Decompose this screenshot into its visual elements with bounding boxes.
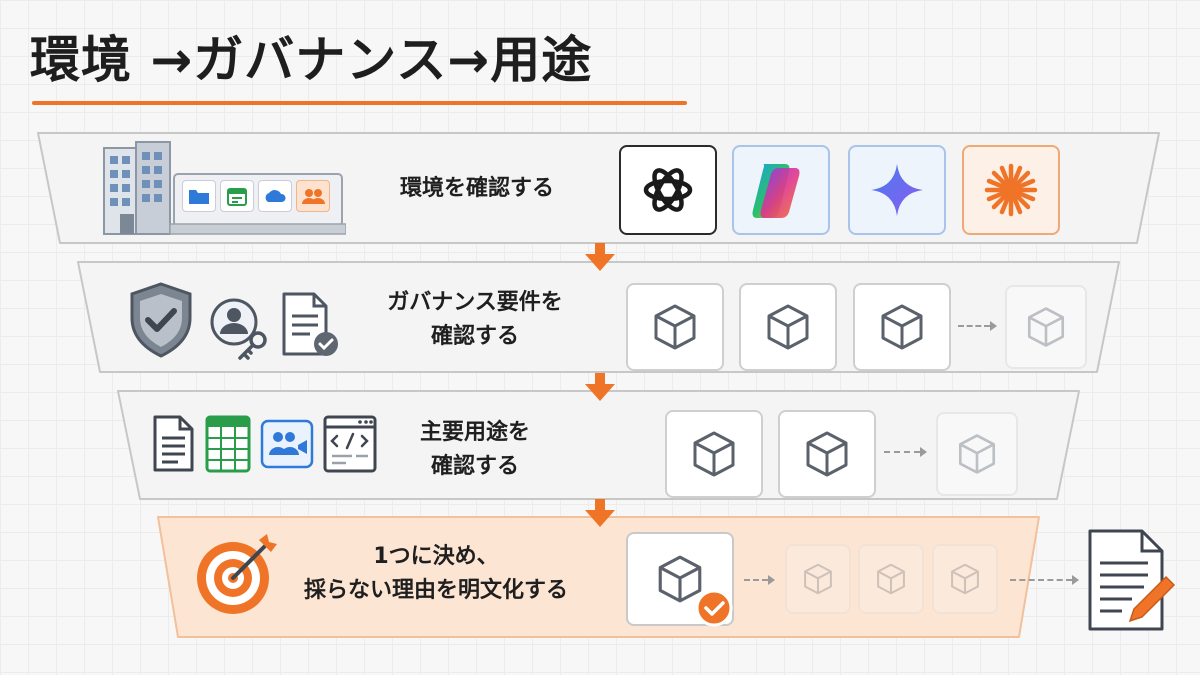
ai-tile-claude[interactable]	[962, 145, 1060, 235]
cube-icon	[1027, 307, 1065, 347]
cube-icon	[958, 434, 996, 474]
step-3-label-line2: 確認する	[430, 454, 519, 479]
step-4-label: 1つに決め、 採らない理由を明文化する	[276, 540, 596, 608]
arrow-head	[920, 447, 927, 457]
page-title: 環境 →ガバナンス→用途	[30, 31, 593, 89]
people-icon	[296, 180, 330, 212]
openai-logo-icon	[643, 168, 693, 212]
calendar-icon	[220, 180, 254, 212]
cloud-icon	[258, 180, 292, 212]
rejected-option-tile[interactable]	[932, 544, 998, 614]
spreadsheet-icon	[205, 415, 251, 473]
dashed-connector	[744, 579, 768, 581]
option-tile-faded[interactable]	[936, 412, 1018, 496]
arrow-head	[1072, 575, 1079, 585]
check-badge-icon	[695, 589, 733, 627]
down-arrow-1	[585, 243, 615, 271]
step-3-label-line1: 主要用途を	[419, 420, 530, 445]
cube-icon	[806, 431, 848, 477]
step-1-label: 環境を確認する	[399, 176, 554, 201]
cube-icon	[658, 555, 702, 603]
step-4-label-line1: 1つに決め、	[373, 544, 499, 569]
option-tile[interactable]	[778, 410, 876, 498]
cube-icon	[804, 563, 832, 595]
option-tile[interactable]	[853, 283, 951, 371]
folder-icon	[182, 180, 216, 212]
down-arrow-2	[585, 373, 615, 401]
document-icon	[153, 415, 194, 472]
ai-tile-gemini[interactable]	[848, 145, 946, 235]
dashed-connector	[958, 325, 990, 327]
step-2-label: ガバナンス要件を 確認する	[350, 286, 600, 354]
cube-icon	[767, 304, 809, 350]
gemini-logo-icon	[871, 164, 923, 216]
ai-tile-copilot[interactable]	[732, 145, 830, 235]
arrow-head	[990, 321, 997, 331]
option-tile-faded[interactable]	[1005, 285, 1087, 369]
option-tile[interactable]	[665, 410, 763, 498]
step-2-label-line1: ガバナンス要件を	[387, 290, 563, 315]
step-4-label-line2: 採らない理由を明文化する	[303, 578, 568, 603]
edit-document-icon	[1088, 529, 1176, 631]
rejected-option-tile[interactable]	[785, 544, 851, 614]
code-window-icon	[323, 415, 377, 473]
shield-check-icon	[130, 282, 192, 358]
document-check-icon	[282, 292, 338, 356]
down-arrow-3	[585, 499, 615, 527]
step-3-label: 主要用途を 確認する	[350, 416, 600, 484]
ai-tile-openai[interactable]	[619, 145, 717, 235]
step-2-label-line2: 確認する	[430, 324, 519, 349]
option-tile[interactable]	[739, 283, 837, 371]
target-icon	[197, 534, 277, 614]
rejected-option-tile[interactable]	[858, 544, 924, 614]
selected-option-tile[interactable]	[626, 532, 734, 627]
cube-icon	[877, 563, 905, 595]
cube-icon	[951, 563, 979, 595]
user-key-icon	[210, 298, 267, 360]
option-tile[interactable]	[626, 283, 724, 371]
arrow-head	[768, 575, 775, 585]
claude-logo-icon	[984, 163, 1038, 217]
dashed-connector	[884, 451, 920, 453]
cube-icon	[693, 431, 735, 477]
title-underline	[32, 101, 687, 105]
dashed-connector	[1010, 579, 1072, 581]
cube-icon	[881, 304, 923, 350]
cube-icon	[654, 304, 696, 350]
copilot-logo-icon	[752, 164, 800, 218]
stage-4-band	[157, 516, 1040, 638]
video-icon	[260, 419, 314, 469]
